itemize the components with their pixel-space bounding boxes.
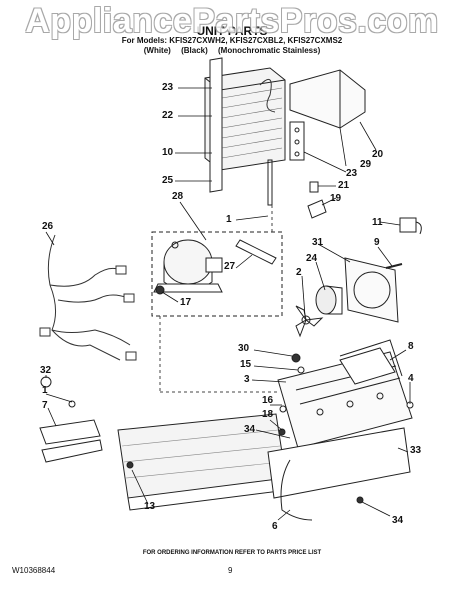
callout-26: 26 xyxy=(42,221,54,232)
fan-shroud xyxy=(344,257,399,323)
screw xyxy=(385,263,403,269)
callout-19: 19 xyxy=(330,193,342,204)
condenser-coil xyxy=(204,67,286,171)
fan-blade xyxy=(295,305,324,338)
callout-27: 27 xyxy=(224,261,236,272)
callout-34-bottom: 34 xyxy=(392,515,404,526)
callout-22: 22 xyxy=(162,110,174,121)
ordering-info-note: FOR ORDERING INFORMATION REFER TO PARTS … xyxy=(142,550,322,556)
top-channel xyxy=(289,69,366,129)
page-title: UNIT PARTS xyxy=(196,24,268,38)
callout-17: 17 xyxy=(180,297,192,308)
callout-29: 29 xyxy=(360,159,372,170)
color-monochromatic: (Monochromatic Stainless) xyxy=(218,46,321,55)
callout-23-top: 23 xyxy=(162,82,174,93)
callout-16: 16 xyxy=(262,395,274,406)
callout-4: 4 xyxy=(408,373,414,384)
callout-31: 31 xyxy=(312,237,324,248)
color-black: (Black) xyxy=(181,46,208,55)
callout-10: 10 xyxy=(162,147,174,158)
air-deflector xyxy=(267,427,411,499)
heater-assembly xyxy=(39,376,103,463)
callout-1-left: 1 xyxy=(42,385,48,396)
callout-25: 25 xyxy=(162,175,174,186)
callout-34-top: 34 xyxy=(244,424,256,435)
document-number: W10368844 xyxy=(12,566,56,575)
callout-2: 2 xyxy=(296,267,302,278)
callout-9: 9 xyxy=(374,237,380,248)
fan-bracket xyxy=(339,347,396,385)
model-list: For Models: KFIS27CXWH2, KFIS27CXBL2, KF… xyxy=(121,36,343,45)
callout-23-right: 23 xyxy=(346,168,358,179)
fan-motor xyxy=(315,285,343,315)
drier xyxy=(235,239,277,265)
callout-3: 3 xyxy=(244,374,250,385)
tube xyxy=(280,459,313,521)
page-number: 9 xyxy=(228,566,233,575)
relay xyxy=(399,217,422,235)
callout-15: 15 xyxy=(240,359,252,370)
compressor xyxy=(153,239,223,293)
color-variants: (White) (Black) (Monochromatic Stainless… xyxy=(0,46,464,55)
drain-tray xyxy=(117,413,289,511)
callout-28: 28 xyxy=(172,191,184,202)
callout-21: 21 xyxy=(338,180,350,191)
grommet-clip xyxy=(307,181,327,219)
callout-11: 11 xyxy=(372,217,383,228)
callout-7: 7 xyxy=(42,400,48,411)
callout-33: 33 xyxy=(410,445,422,456)
callout-32: 32 xyxy=(40,365,52,376)
wire-harness xyxy=(39,234,137,361)
callout-6: 6 xyxy=(272,521,278,532)
callout-1-compressor: 1 xyxy=(226,214,232,225)
callout-18: 18 xyxy=(262,409,274,420)
callout-8: 8 xyxy=(408,341,414,352)
terminal-block xyxy=(289,121,305,161)
callout-20: 20 xyxy=(372,149,384,160)
callout-13: 13 xyxy=(144,501,156,512)
callout-30: 30 xyxy=(238,343,250,354)
watermark: AppliancePartsPros.com xyxy=(25,2,439,40)
callout-24: 24 xyxy=(306,253,318,264)
color-white: (White) xyxy=(143,46,171,55)
